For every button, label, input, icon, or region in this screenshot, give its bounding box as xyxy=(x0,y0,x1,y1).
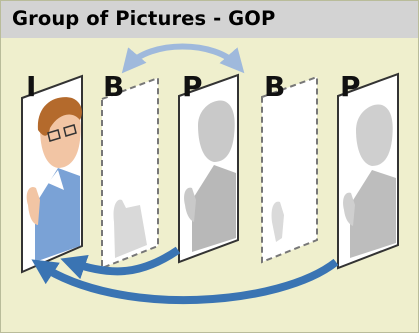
frame-label-p-1: P xyxy=(182,70,203,103)
panel-header: Group of Pictures - GOP xyxy=(1,1,418,38)
frame-i xyxy=(21,74,83,274)
p-reference-arrow-short xyxy=(60,246,181,280)
frame-label-i: I xyxy=(26,70,36,103)
person-figure xyxy=(26,97,82,262)
b-reference-arrow xyxy=(121,43,245,74)
frame-p-2 xyxy=(337,72,399,270)
panel-title: Group of Pictures - GOP xyxy=(12,7,276,30)
frame-label-p-2: P xyxy=(340,70,361,103)
frame-label-b-2: B xyxy=(264,70,285,103)
frame-p-1 xyxy=(178,73,239,264)
frame-b-2 xyxy=(261,75,318,264)
frame-b-1 xyxy=(101,76,159,270)
frame-label-b-1: B xyxy=(103,70,124,103)
p-reference-arrow-long xyxy=(31,258,339,305)
